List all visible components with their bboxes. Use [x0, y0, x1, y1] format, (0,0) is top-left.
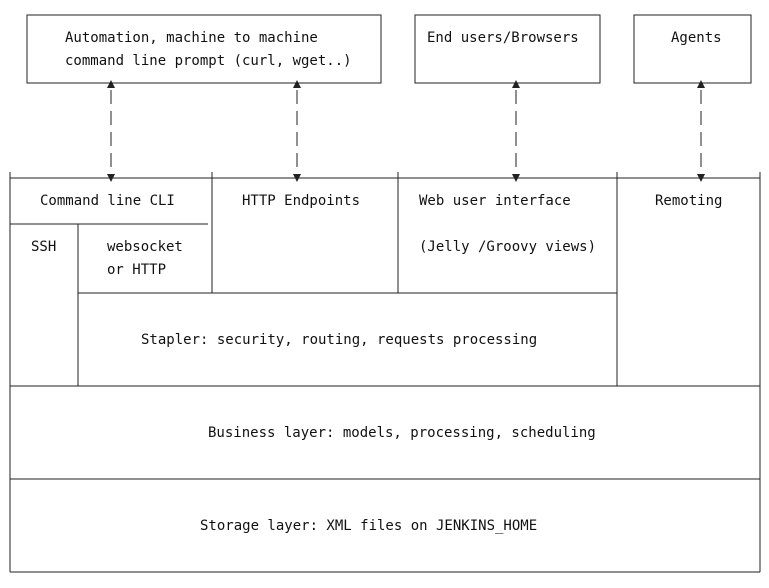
connector-webui	[512, 80, 520, 182]
automation-label-line2: command line prompt (curl, wget..)	[65, 53, 352, 69]
web-ui-label: Web user interface	[419, 193, 571, 209]
client-box-browsers: End users/Browsers	[414, 14, 601, 84]
connector-cli	[107, 80, 115, 182]
http-endpoints-label: HTTP Endpoints	[242, 193, 360, 209]
storage-layer-label: Storage layer: XML files on JENKINS_HOME	[200, 518, 537, 534]
agents-label: Agents	[671, 30, 722, 46]
ssh-label: SSH	[31, 239, 56, 255]
arrowhead-up	[107, 80, 115, 88]
arrowhead-up	[697, 80, 705, 88]
arrowhead-up	[512, 80, 520, 88]
automation-label-line1: Automation, machine to machine	[65, 30, 318, 46]
connector-http	[293, 80, 301, 182]
connector-remoting	[697, 80, 705, 182]
browsers-label: End users/Browsers	[427, 30, 579, 46]
architecture-frame	[9, 172, 761, 573]
websocket-label-line1: websocket	[107, 239, 183, 255]
stapler-layer-label: Stapler: security, routing, requests pro…	[141, 332, 537, 348]
cli-label: Command line CLI	[40, 193, 175, 209]
business-layer-label: Business layer: models, processing, sche…	[208, 425, 596, 441]
client-box-agents: Agents	[633, 14, 752, 84]
client-box-automation: Automation, machine to machine command l…	[26, 14, 382, 84]
remoting-label: Remoting	[655, 193, 722, 209]
arrowhead-up	[293, 80, 301, 88]
websocket-label-line2: or HTTP	[107, 262, 166, 278]
views-label: (Jelly /Groovy views)	[419, 239, 596, 255]
